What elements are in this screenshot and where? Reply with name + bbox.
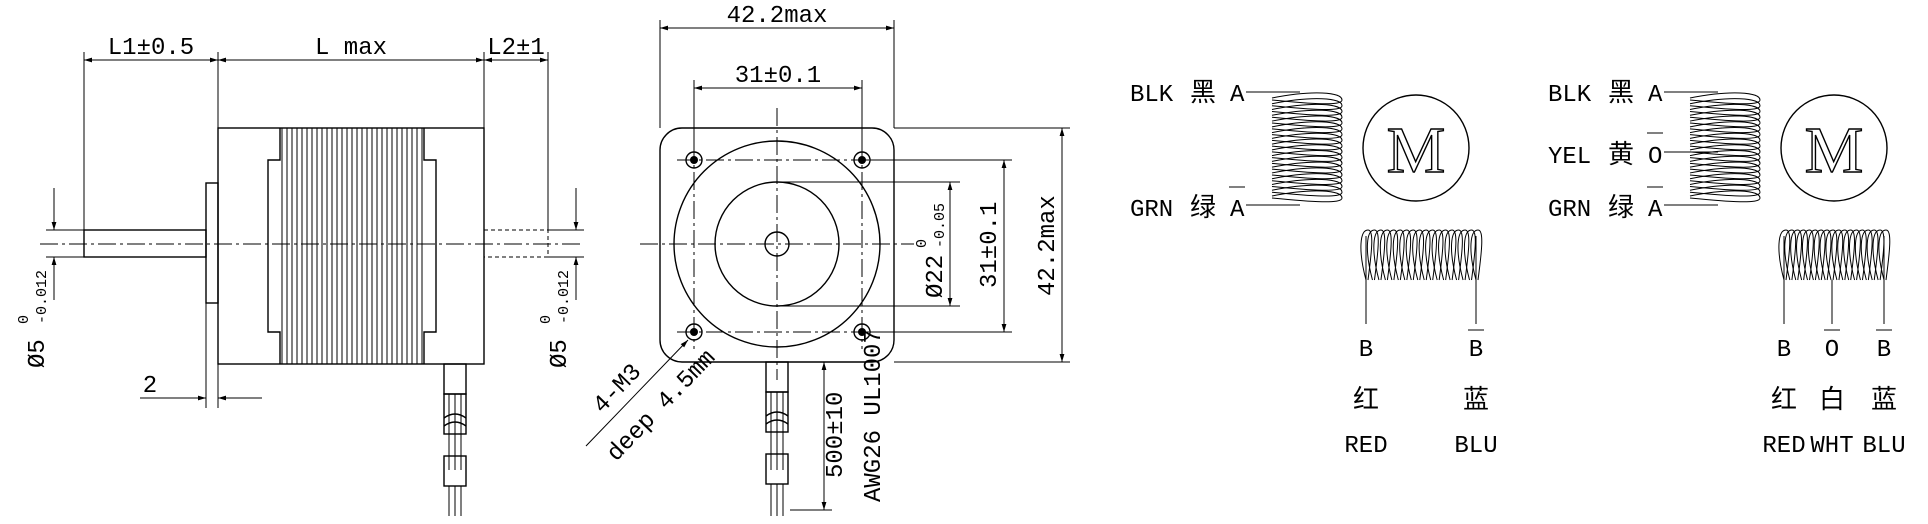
w2-term-left-0: BLK 黑 A [1548, 77, 1663, 109]
svg-text:B: B [1777, 337, 1791, 364]
boss-dia: Ø22 0 -0.05 [914, 203, 950, 298]
svg-text:Ø5: Ø5 [547, 339, 574, 368]
w1-coil-b [1360, 229, 1483, 281]
svg-text:-0.05: -0.05 [932, 203, 949, 248]
w2-term-left-1: YEL 黄 O [1548, 132, 1663, 171]
mounting-holes [685, 151, 871, 341]
svg-text:GRN: GRN [1548, 197, 1591, 224]
w1-coil-a [1271, 92, 1343, 203]
svg-text:蓝: 蓝 [1871, 384, 1897, 414]
svg-text:BLK: BLK [1130, 82, 1174, 109]
w2-motor-symbol: M [1805, 114, 1864, 187]
w2-motor-circle [1780, 94, 1888, 202]
svg-text:BLU: BLU [1454, 433, 1497, 460]
svg-text:白: 白 [1819, 384, 1845, 414]
dim-2: 2 [143, 373, 157, 400]
svg-text:RED: RED [1344, 433, 1387, 460]
dim-height: 42.2max [1035, 195, 1062, 296]
svg-text:A: A [1648, 82, 1663, 109]
body-step-left [267, 128, 281, 364]
w1-motor-circle [1362, 94, 1470, 202]
wiring-3wire: BLK 黑 A YEL 黄 O GRN 绿 A M B 红 RED [1548, 77, 1906, 460]
dim-l1: L1±0.5 [108, 35, 194, 62]
svg-text:0: 0 [16, 315, 33, 324]
svg-text:A: A [1648, 197, 1663, 224]
w2-term-bottom-2: B 蓝 BLU [1862, 329, 1906, 460]
svg-text:-0.012: -0.012 [556, 270, 573, 324]
dim-hole-spacing-v: 31±0.1 [977, 202, 1004, 288]
w1-term-bottom-0: B 红 RED [1344, 337, 1387, 460]
svg-text:GRN: GRN [1130, 197, 1173, 224]
dim-l: L max [315, 35, 387, 62]
dim-width: 42.2max [727, 3, 828, 30]
svg-text:O: O [1648, 144, 1662, 171]
wire-spec: AWG26 UL1007 [861, 329, 888, 502]
svg-text:A: A [1230, 82, 1245, 109]
svg-text:BLU: BLU [1862, 433, 1905, 460]
svg-text:黑: 黑 [1608, 77, 1634, 107]
lead-length: 500±10 [823, 392, 850, 478]
svg-text:绿: 绿 [1190, 192, 1216, 222]
svg-text:黑: 黑 [1190, 77, 1216, 107]
svg-text:红: 红 [1353, 384, 1379, 414]
svg-text:-0.012: -0.012 [34, 270, 51, 324]
svg-text:Ø22: Ø22 [923, 255, 950, 298]
svg-text:B: B [1469, 337, 1483, 364]
svg-text:B: B [1877, 337, 1891, 364]
wiring-2phase: BLK 黑 A GRN 绿 A M B 红 RED B 蓝 BLU [1130, 77, 1498, 460]
svg-text:0: 0 [914, 239, 931, 248]
svg-text:B: B [1359, 337, 1373, 364]
shaft-dia-left: Ø5 0 -0.012 [16, 270, 52, 368]
w1-term-bottom-1: B 蓝 BLU [1454, 329, 1498, 460]
svg-text:Ø5: Ø5 [25, 339, 52, 368]
front-view: 42.2max 31±0.1 Ø22 0 -0.05 31±0.1 42.2ma… [585, 3, 1070, 516]
svg-text:A: A [1230, 197, 1245, 224]
dim-hole-spacing-h: 31±0.1 [735, 63, 821, 90]
svg-text:WHT: WHT [1810, 433, 1853, 460]
w1-motor-symbol: M [1387, 114, 1446, 187]
svg-text:蓝: 蓝 [1463, 384, 1489, 414]
side-cable [443, 363, 467, 516]
w1-term-left-0: BLK 黑 A [1130, 77, 1245, 109]
svg-text:BLK: BLK [1548, 82, 1592, 109]
svg-text:O: O [1825, 337, 1839, 364]
side-view: L1±0.5 L max L2±1 2 Ø5 0 -0.012 Ø5 0 -0.… [16, 35, 584, 516]
svg-text:0: 0 [538, 315, 555, 324]
front-cable [765, 361, 789, 516]
shaft-dia-right: Ø5 0 -0.012 [538, 270, 574, 368]
svg-text:绿: 绿 [1608, 192, 1634, 222]
w2-term-bottom-0: B 红 RED [1762, 337, 1805, 460]
w2-coil-a [1689, 92, 1761, 203]
svg-text:黄: 黄 [1608, 139, 1634, 169]
svg-text:YEL: YEL [1548, 144, 1591, 171]
flange-plate [205, 182, 219, 304]
motor-body [217, 127, 485, 365]
body-step-right [423, 128, 437, 364]
svg-text:红: 红 [1771, 384, 1797, 414]
w2-coil-b [1778, 229, 1891, 281]
w2-term-left-2: GRN 绿 A [1548, 186, 1663, 224]
w1-term-left-1: GRN 绿 A [1130, 186, 1245, 224]
dim-l2: L2±1 [487, 35, 545, 62]
w2-term-bottom-1: O 白 WHT [1810, 329, 1854, 460]
svg-text:RED: RED [1762, 433, 1805, 460]
cooling-fins [281, 128, 423, 364]
